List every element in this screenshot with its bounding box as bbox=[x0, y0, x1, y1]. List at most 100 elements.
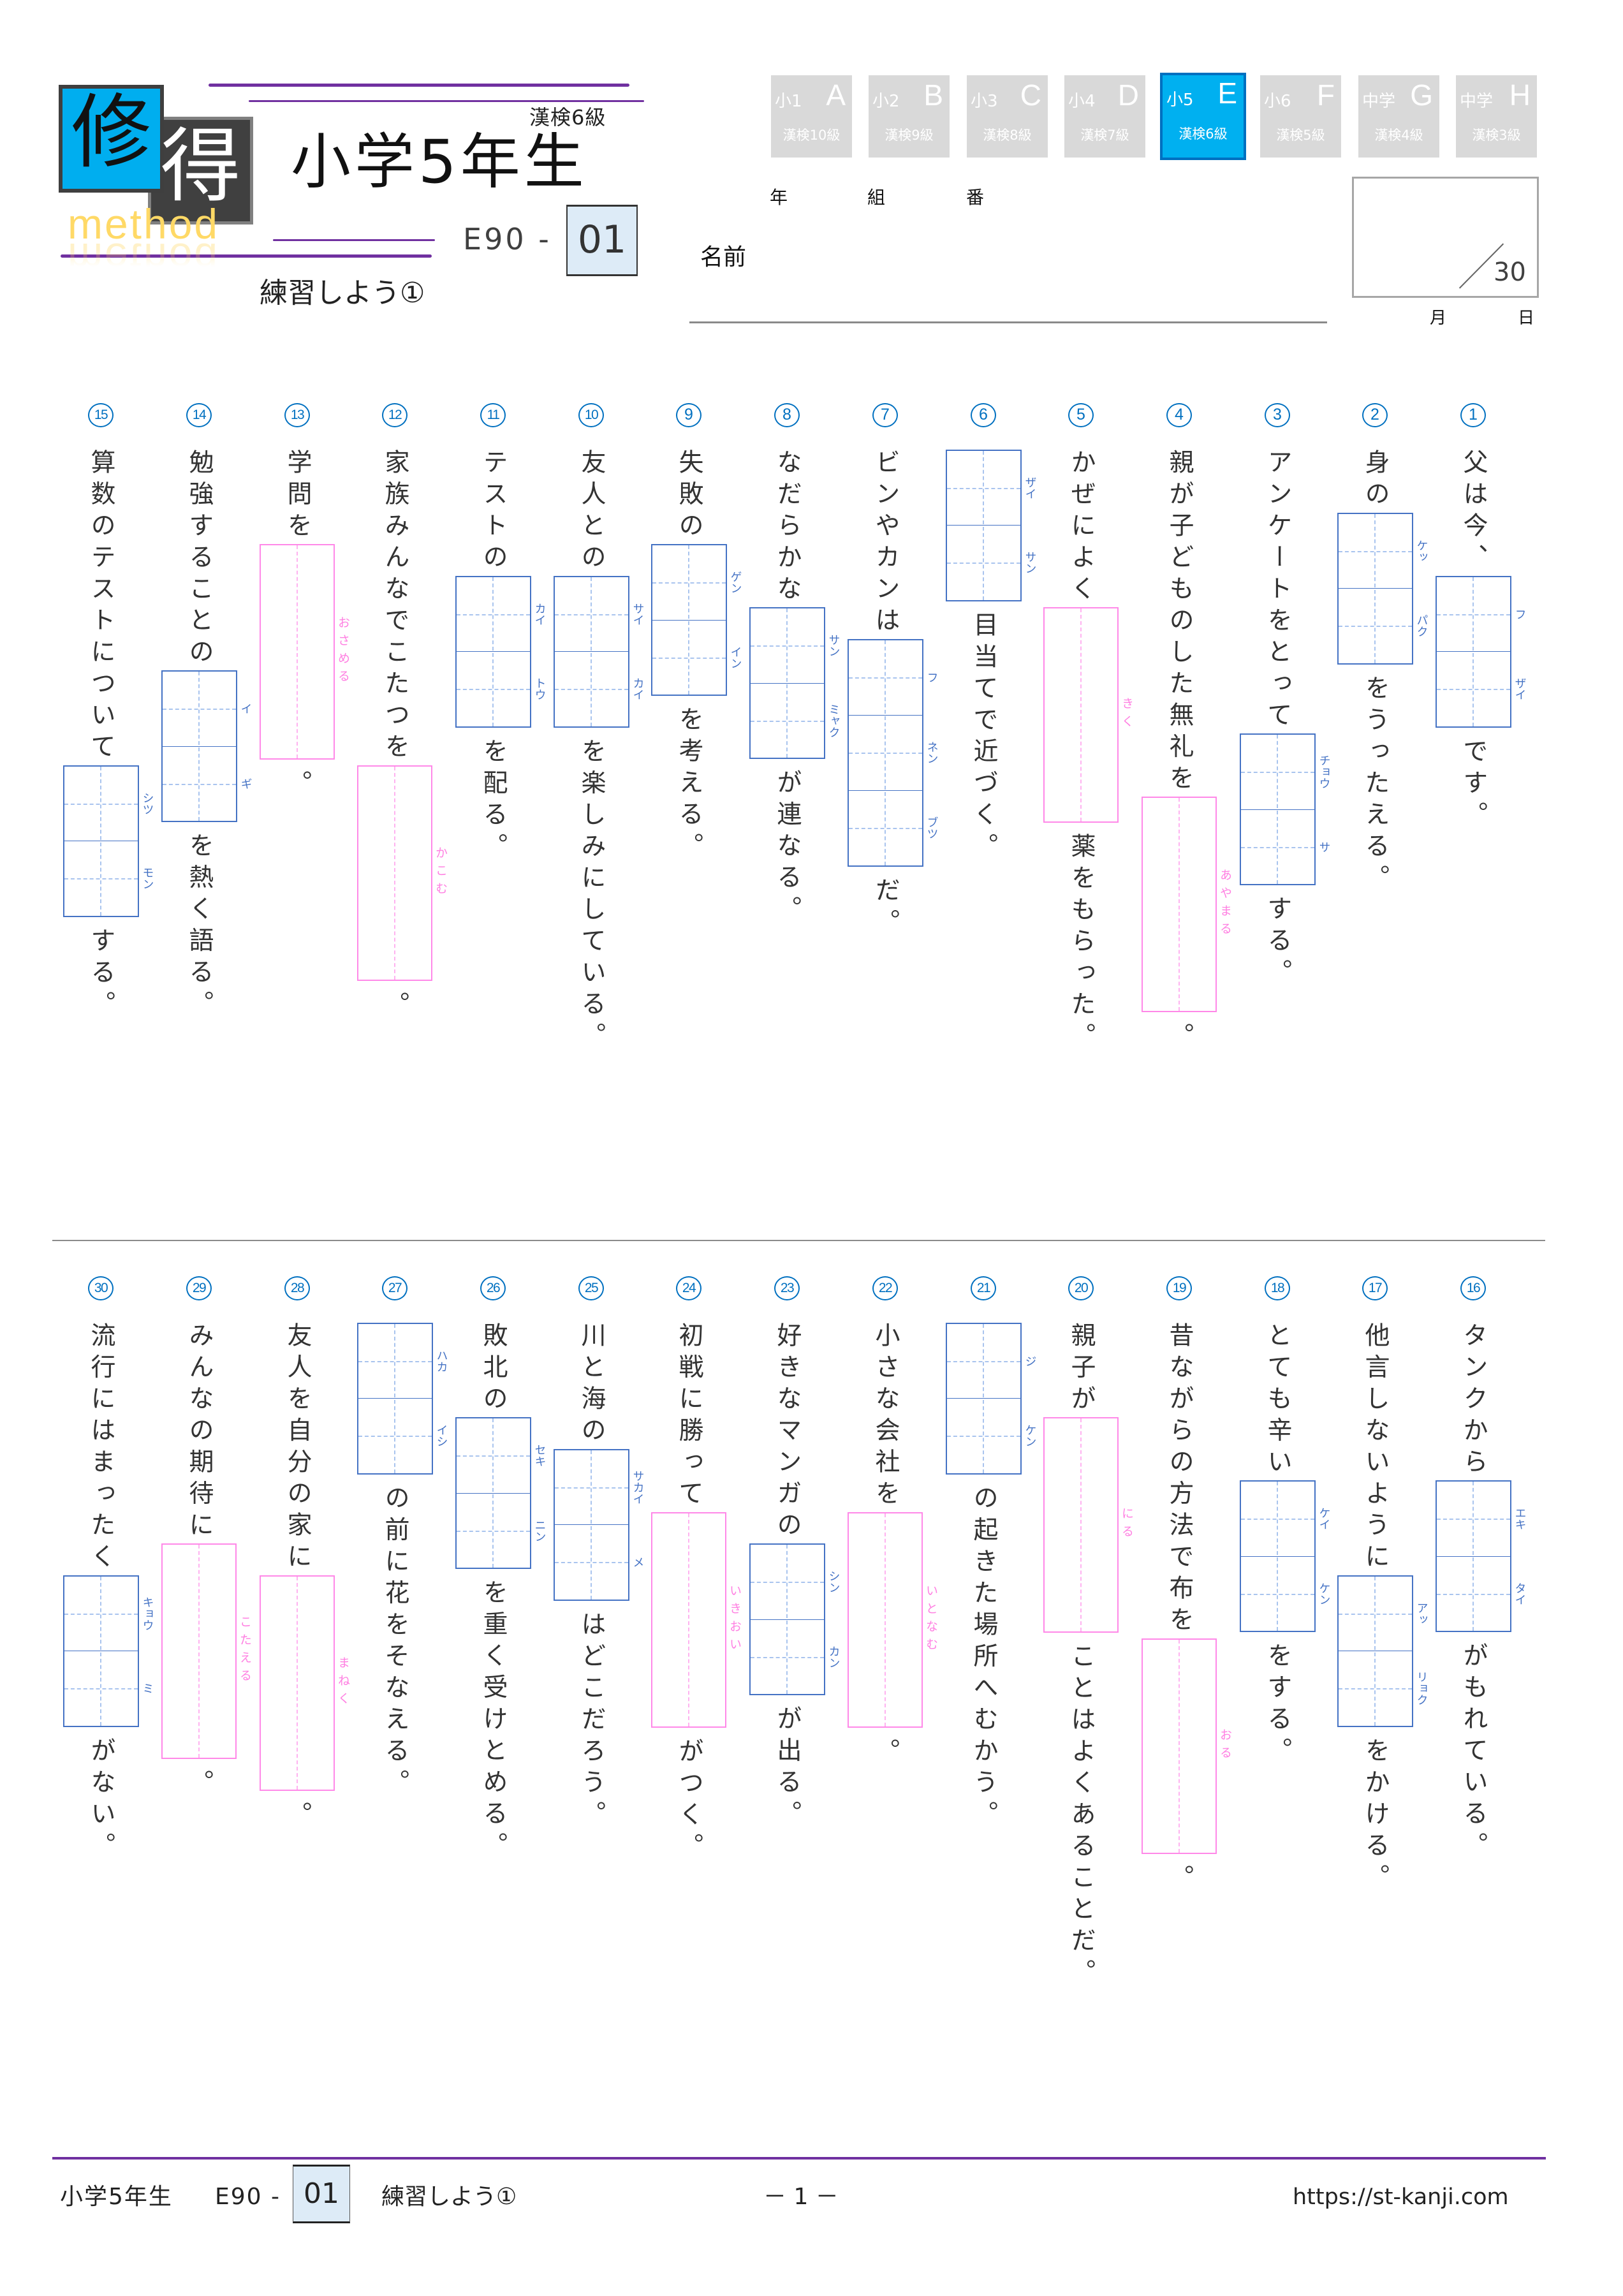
reading-hint: イシ bbox=[434, 1424, 448, 1448]
answer-cell[interactable]: イ bbox=[162, 672, 253, 746]
tab-grade: 小3 bbox=[971, 92, 998, 111]
answer-box[interactable]: セキ ニン bbox=[455, 1417, 547, 1569]
answer-box[interactable]: ハカ イシ bbox=[356, 1322, 448, 1475]
question-text-after: 。 bbox=[1165, 1022, 1194, 1054]
answer-box[interactable]: おる bbox=[1142, 1638, 1232, 1854]
answer-cell[interactable]: ミ bbox=[64, 1651, 154, 1726]
answer-box[interactable]: ケイ ケン bbox=[1239, 1480, 1331, 1632]
answer-box[interactable]: サカイ メ bbox=[553, 1448, 645, 1601]
answer-box[interactable]: いきおい bbox=[651, 1512, 742, 1728]
answer-box[interactable]: きく bbox=[1043, 607, 1134, 823]
footer-rule bbox=[52, 2157, 1546, 2160]
answer-cell[interactable]: ギ bbox=[162, 746, 253, 821]
answer-box[interactable]: アッ リョク bbox=[1337, 1575, 1428, 1727]
answer-cell[interactable]: ニン bbox=[456, 1492, 547, 1568]
answer-box[interactable]: キョウ ミ bbox=[62, 1575, 154, 1727]
footer-url-link[interactable]: https://st-kanji.com bbox=[1293, 2184, 1509, 2210]
answer-cell[interactable]: カン bbox=[750, 1619, 841, 1695]
answer-cell[interactable]: フ bbox=[1436, 577, 1527, 652]
question-25: 25 川と海の サカイ メ はどこだろう。 bbox=[540, 1276, 645, 1832]
answer-cell[interactable]: ケッ bbox=[1338, 514, 1428, 589]
question-text-after: はどこだろう。 bbox=[577, 1610, 606, 1832]
question-text-after: 。 bbox=[871, 1737, 900, 1770]
answer-cell[interactable]: ケン bbox=[946, 1398, 1037, 1473]
answer-cell[interactable]: カイ bbox=[554, 651, 645, 726]
answer-cell[interactable]: ザイ bbox=[946, 451, 1037, 526]
answer-box[interactable]: まねく bbox=[260, 1575, 350, 1791]
answer-cell[interactable]: サン bbox=[750, 608, 841, 683]
answer-cell[interactable]: ザイ bbox=[1436, 651, 1527, 726]
answer-cell[interactable]: フ bbox=[848, 640, 939, 715]
answer-cell[interactable]: ケイ bbox=[1240, 1482, 1331, 1556]
answer-cell[interactable]: エキ bbox=[1436, 1482, 1527, 1556]
answer-cell[interactable]: サ bbox=[1240, 809, 1331, 885]
answer-cell[interactable]: モン bbox=[64, 841, 154, 916]
score-box[interactable] bbox=[1352, 177, 1539, 298]
answer-cell[interactable]: イン bbox=[652, 619, 742, 695]
answer-cell[interactable]: サカイ bbox=[554, 1450, 645, 1525]
answer-box[interactable]: フ ザイ bbox=[1435, 575, 1527, 728]
tab-kanken: 漢検3級 bbox=[1472, 128, 1521, 143]
answer-box[interactable]: ザイ サン bbox=[945, 449, 1037, 601]
question-26: 26 敗北の セキ ニン を重く受けとめる。 bbox=[442, 1276, 547, 1864]
answer-cell[interactable]: ケン bbox=[1240, 1556, 1331, 1631]
header-rule-top-thin bbox=[249, 100, 644, 102]
answer-box[interactable]: エキ タイ bbox=[1435, 1480, 1527, 1632]
answer-cell[interactable]: パク bbox=[1338, 588, 1428, 663]
answer-box[interactable]: フ ネン ブツ bbox=[847, 638, 939, 867]
answer-box[interactable]: サイ カイ bbox=[553, 575, 645, 728]
answer-box[interactable]: イ ギ bbox=[161, 670, 253, 822]
answer-cell[interactable]: ゲン bbox=[652, 545, 742, 620]
answer-cell[interactable]: ハカ bbox=[358, 1324, 448, 1399]
answer-cell[interactable]: ミャク bbox=[750, 682, 841, 758]
answer-box[interactable]: ケッ パク bbox=[1337, 512, 1428, 665]
question-text-after: を楽しみにしている。 bbox=[577, 737, 606, 1054]
answer-cell[interactable]: イシ bbox=[358, 1398, 448, 1473]
answer-cell[interactable]: アッ bbox=[1338, 1577, 1428, 1651]
answer-cell[interactable]: サイ bbox=[554, 577, 645, 652]
answer-cell[interactable]: メ bbox=[554, 1524, 645, 1600]
answer-box[interactable]: にる bbox=[1043, 1417, 1134, 1633]
answer-box[interactable]: シツ モン bbox=[62, 765, 154, 917]
answer-cell[interactable]: ジ bbox=[946, 1324, 1037, 1399]
answer-box[interactable]: シン カン bbox=[749, 1543, 841, 1695]
answer-box[interactable]: かこむ bbox=[357, 765, 448, 981]
reading-hint: カイ bbox=[532, 602, 547, 626]
answer-cell[interactable]: チョウ bbox=[1240, 735, 1331, 809]
question-text-after: を考える。 bbox=[675, 706, 703, 864]
reading-hint: ブツ bbox=[925, 816, 939, 839]
question-text-before: 好きなマンガの bbox=[773, 1321, 802, 1543]
answer-cell[interactable]: シツ bbox=[64, 767, 154, 841]
class-label: 組 bbox=[867, 187, 886, 208]
logo-method-reflection: method bbox=[68, 235, 220, 282]
answer-box[interactable]: あやまる bbox=[1142, 797, 1232, 1012]
reading-hint: ケイ bbox=[1317, 1507, 1331, 1531]
reading-hint: メ bbox=[631, 1556, 645, 1568]
answer-cell[interactable]: キョウ bbox=[64, 1577, 154, 1651]
answer-box[interactable]: いとなむ bbox=[848, 1512, 938, 1728]
tab-kanken: 漢検5級 bbox=[1276, 128, 1325, 143]
answer-box[interactable]: サン ミャク bbox=[749, 607, 841, 759]
answer-box[interactable]: こたえる bbox=[161, 1543, 252, 1759]
answer-cell[interactable]: サン bbox=[946, 525, 1037, 600]
answer-cell[interactable]: ブツ bbox=[848, 790, 939, 865]
question-text-before: 学問を bbox=[283, 448, 312, 544]
answer-box[interactable]: おさめる bbox=[260, 544, 350, 760]
answer-cell[interactable]: タイ bbox=[1436, 1556, 1527, 1631]
answer-cell[interactable]: トウ bbox=[456, 651, 547, 726]
answer-box[interactable]: ゲン イン bbox=[650, 544, 742, 696]
answer-cell[interactable]: ネン bbox=[848, 714, 939, 790]
reading-hint: リョク bbox=[1414, 1671, 1428, 1706]
tab-letter: A bbox=[826, 78, 846, 112]
answer-cell[interactable]: リョク bbox=[1338, 1651, 1428, 1726]
answer-box[interactable]: チョウ サ bbox=[1239, 733, 1331, 885]
answer-box[interactable]: ジ ケン bbox=[945, 1322, 1037, 1475]
answer-cell[interactable]: シン bbox=[750, 1545, 841, 1619]
name-field[interactable] bbox=[689, 321, 1327, 323]
question-text-after: の前に花をそなえる。 bbox=[381, 1484, 409, 1800]
answer-cell[interactable]: セキ bbox=[456, 1418, 547, 1493]
question-text-after: 薬をもらった。 bbox=[1067, 833, 1096, 1054]
answer-box[interactable]: カイ トウ bbox=[455, 575, 547, 728]
tab-grade: 小2 bbox=[872, 92, 900, 111]
answer-cell[interactable]: カイ bbox=[456, 577, 547, 652]
